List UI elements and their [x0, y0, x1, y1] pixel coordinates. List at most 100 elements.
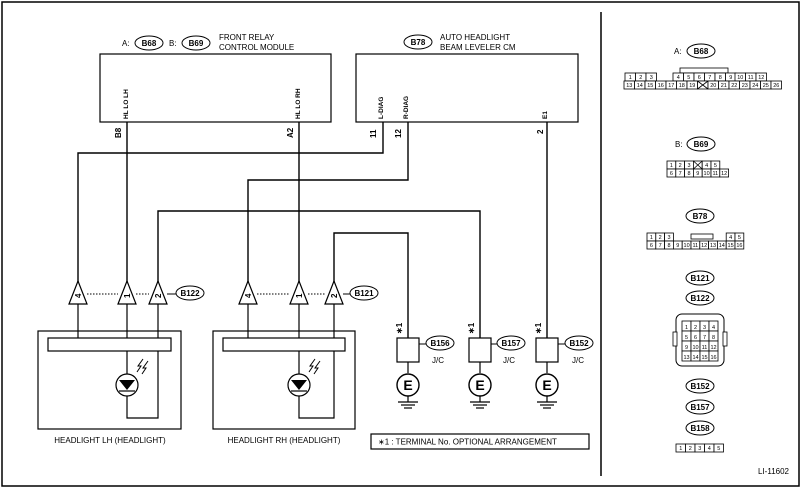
cv-b78-top-terminal: 2	[659, 235, 662, 241]
auto-headlight-title-2: BEAM LEVELER CM	[440, 43, 516, 52]
terminal-11: 11	[369, 129, 378, 138]
cv-b69-top-terminal: 3	[687, 163, 690, 169]
cv-b121-terminal: 8	[712, 335, 715, 341]
cv-b69-tag	[686, 136, 716, 152]
cv-b121-terminal: 11	[702, 345, 708, 351]
cv-b158-name: B158	[690, 424, 710, 433]
ground-b152-star: ∗1	[534, 322, 543, 334]
cv-b78-bottom-terminal: 15	[728, 243, 734, 249]
cv-b121-terminal: 9	[685, 345, 688, 351]
connector-tag-b122	[175, 285, 205, 301]
ground-b156-label: B156	[430, 339, 450, 348]
cv-b78-top-terminal: 5	[738, 235, 741, 241]
cv-b68-top-terminal: 10	[737, 75, 743, 81]
cv-b78-top-terminal: 3	[667, 235, 670, 241]
cv-b69-bottom-cell	[719, 168, 729, 178]
ground-b157-body	[468, 337, 492, 363]
cv-b78-bottom-terminal: 9	[676, 243, 679, 249]
pin-arrow-lh-1	[117, 279, 137, 305]
cv-b78-bottom-terminal: 16	[736, 243, 742, 249]
cv-b68-top-terminal: 12	[758, 75, 764, 81]
cv-b68-bottom-terminal: 24	[752, 83, 758, 89]
cv-b152-terminal: 2	[689, 446, 692, 452]
ground-b152-label: B152	[569, 339, 589, 348]
cv-b68-bottom-terminal: 18	[679, 83, 685, 89]
cv-b121-terminal: 2	[694, 325, 697, 331]
cv-b158-tag	[685, 420, 715, 436]
cv-b68-bottom-terminal: 19	[689, 83, 695, 89]
cv-b121-tag	[685, 270, 715, 286]
cv-b78-bottom-terminal: 8	[667, 243, 670, 249]
ground-b156-star: ∗1	[395, 322, 404, 334]
cv-b122-tag	[685, 290, 715, 306]
cv-b121-terminal: 4	[712, 325, 715, 331]
connector-tag-b156	[425, 335, 455, 351]
auto-headlight-box	[355, 53, 579, 123]
cv-b122-name: B122	[690, 294, 710, 303]
cv-b68-top-terminal: 3	[650, 75, 653, 81]
pin-label-r-diag: R-DIAG	[403, 96, 410, 119]
cv-b152-tag	[685, 378, 715, 394]
cv-b121-terminal: 7	[703, 335, 706, 341]
auto-headlight-module: B78 AUTO HEADLIGHT BEAM LEVELER CM L-DIA…	[355, 33, 579, 138]
cv-b152-terminal: 5	[717, 446, 720, 452]
headlight-lh-connector: 4 1 2 B122	[68, 279, 205, 305]
pin-label-hl-lo-rh: HL LO RH	[295, 88, 302, 119]
headlight-rh-connector: 4 1 2 B121	[238, 279, 379, 305]
pin-label-l-diag: L-DIAG	[378, 97, 385, 119]
ground-b156: ∗1 E B156 J/C	[395, 322, 455, 409]
cv-b68-top-terminal: 9	[729, 75, 732, 81]
cv-b69-bottom-terminal: 11	[713, 171, 719, 177]
ground-b152-body	[535, 337, 559, 363]
front-relay-module: A: B68 B: B69 FRONT RELAY CONTROL MODULE…	[99, 33, 332, 138]
cv-b121-terminal: 6	[694, 335, 697, 341]
terminal-2: 2	[536, 129, 545, 134]
cv-b78-bottom-terminal: 10	[684, 243, 690, 249]
cv-b152-terminal: 1	[679, 446, 682, 452]
cv-b68-top-terminal: 2	[639, 75, 642, 81]
cv-b68-top-terminal: 1	[629, 75, 632, 81]
cv-b121-terminal: 15	[701, 355, 707, 361]
cv-b69-top-terminal: 5	[714, 163, 717, 169]
figure-id: LI-11602	[758, 467, 790, 476]
front-relay-box	[99, 53, 332, 123]
ground-b156-e: E	[403, 377, 412, 393]
cv-b121-name: B121	[690, 274, 710, 283]
connector-tag-b152	[564, 335, 594, 351]
cv-b68-top-terminal: 8	[719, 75, 722, 81]
cv-b68-bottom-terminal: 16	[658, 83, 664, 89]
cv-b121-terminal: 14	[692, 355, 698, 361]
cv-b68-bottom-terminal: 26	[773, 83, 779, 89]
headlight-rh-box	[212, 330, 356, 430]
cv-b68-bottom-cell	[770, 80, 782, 90]
cv-b68-top-terminal: 7	[708, 75, 711, 81]
front-relay-prefix-b: B:	[169, 39, 177, 48]
cv-b68-bottom-terminal: 14	[637, 83, 643, 89]
cv-b152-name: B152	[690, 382, 710, 391]
headlight-rh-connector-label: B121	[354, 289, 374, 298]
ground-b157-label: B157	[501, 339, 521, 348]
cv-b78-name: B78	[693, 212, 708, 221]
cv-b121-terminal: 13	[683, 355, 689, 361]
front-relay-title-1: FRONT RELAY	[219, 33, 275, 42]
cv-b78-bottom-terminal: 7	[659, 243, 662, 249]
ground-b152-e: E	[542, 377, 551, 393]
cv-b121-terminal: 16	[710, 355, 716, 361]
front-relay-connector-b: B69	[189, 39, 204, 48]
cv-b69-bottom-terminal: 8	[687, 171, 690, 177]
pin-lh-4: 4	[74, 293, 83, 298]
headlight-lh-label: HEADLIGHT LH (HEADLIGHT)	[54, 436, 166, 445]
ground-b157-type: J/C	[503, 356, 515, 365]
pin-label-hl-lo-lh: HL LO LH	[123, 89, 130, 119]
cv-b121-terminal: 5	[685, 335, 688, 341]
cv-b68-bottom-terminal: 15	[647, 83, 653, 89]
cv-b68-bottom-terminal: 22	[731, 83, 737, 89]
ground-b157-e: E	[475, 377, 484, 393]
pin-lh-2: 2	[154, 293, 163, 298]
cv-b69-bottom-terminal: 12	[721, 171, 727, 177]
